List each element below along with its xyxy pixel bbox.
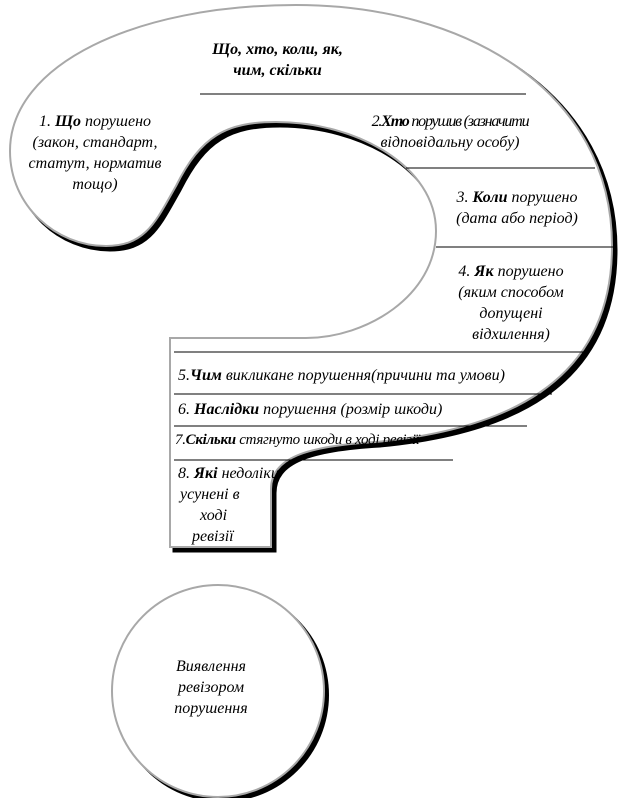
item-3: 3. Коли порушено (дата або період) <box>456 189 578 227</box>
circle-text: Виявлення ревізором порушення <box>174 658 248 717</box>
item-8: 8. Які недоліки усунені в ході ревізії <box>178 465 279 545</box>
question-mark-outline <box>8 3 614 548</box>
item-1-key: Що <box>54 113 81 130</box>
item-2-key: Хто <box>381 113 410 130</box>
header-line-1: Що, хто, коли, як, <box>212 41 343 58</box>
item-7-key: Скільки <box>185 432 236 448</box>
item-8-key: Які <box>194 465 218 482</box>
item-3-key: Коли <box>472 189 508 206</box>
item-7: 7.Скільки стягнуто шкоди в ході ревізії <box>175 432 420 448</box>
circle-outline <box>111 584 325 798</box>
header-text: Що, хто, коли, як, чим, скільки <box>170 39 385 81</box>
item-5-key: Чим <box>190 367 222 384</box>
header-line-2: чим, скільки <box>233 62 322 79</box>
item-6-key: Наслідки <box>194 401 260 418</box>
item-1: 1. Що порушено (закон, стандарт, статут,… <box>28 113 162 193</box>
item-4: 4. Як порушено (яким способом допущені в… <box>458 263 564 343</box>
item-2: 2.Хто порушив (зазначити відповідальну о… <box>371 113 530 151</box>
item-5: 5.Чим викликане порушення(причини та умо… <box>178 367 505 384</box>
item-6: 6. Наслідки порушення (розмір шкоди) <box>178 401 443 418</box>
item-4-key: Як <box>474 263 494 280</box>
